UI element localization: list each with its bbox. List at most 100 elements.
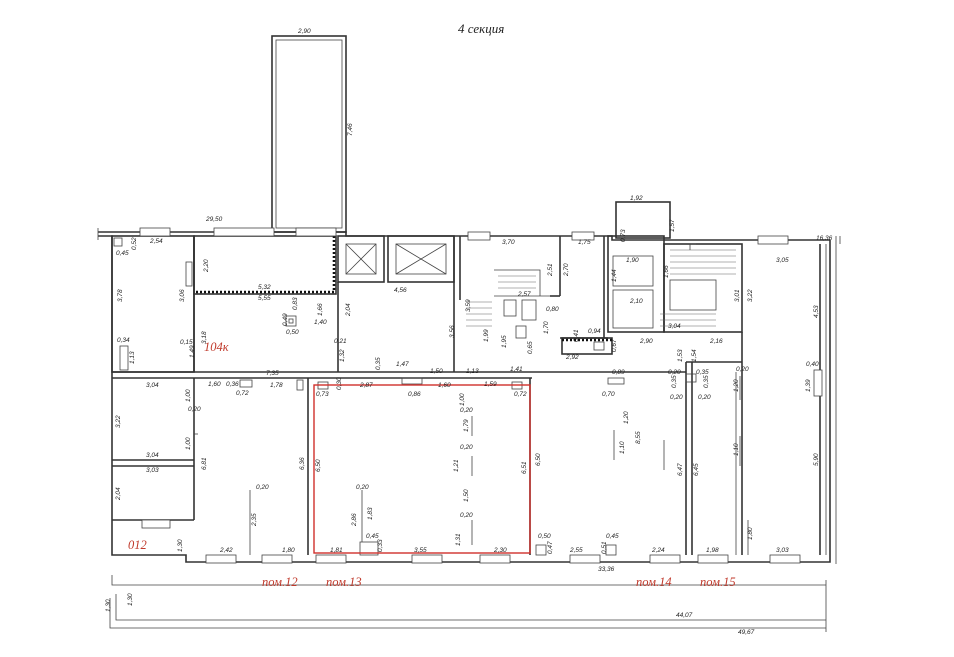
- dim-153: 1,53: [677, 349, 684, 362]
- dim-166: 1,66: [663, 265, 670, 278]
- dim-636: 6,36: [299, 457, 306, 470]
- windows: [139, 227, 823, 564]
- highlighted-room-pom13[interactable]: [313, 384, 531, 554]
- top-rooms: [193, 235, 608, 372]
- dim-322: 3,22: [747, 289, 754, 302]
- dim-top-length: 29,50: [205, 216, 223, 223]
- dim-144: 1,44: [611, 269, 618, 282]
- dim-305: 3,05: [776, 257, 789, 264]
- dim-359: 3,59: [465, 299, 472, 312]
- dim-080: 0,80: [546, 306, 559, 313]
- dim-021: 0,21: [334, 338, 347, 345]
- dim-170: 1,70: [543, 321, 550, 334]
- bathroom-boxes: [561, 337, 613, 355]
- dim-735: 7,35: [266, 370, 279, 377]
- dim-100b: 1,00: [185, 437, 192, 450]
- dim-121: 1,21: [453, 459, 460, 472]
- dim-067: 0,67: [611, 339, 618, 352]
- dim-304: 3,04: [668, 323, 681, 330]
- dim-159: 1,59: [484, 381, 497, 388]
- corridor: [112, 244, 821, 555]
- dim-139: 1,39: [805, 379, 812, 392]
- dim-180b: 1,80: [747, 527, 754, 540]
- dim-651: 6,51: [521, 461, 528, 474]
- label-pom15: пом.15: [700, 575, 736, 589]
- dim-086: 0,86: [408, 391, 421, 398]
- dim-370: 3,70: [502, 239, 515, 246]
- dim-224: 2,24: [651, 547, 665, 554]
- dim-110b: 1,10: [733, 443, 740, 456]
- dim-113: 1,13: [129, 351, 136, 364]
- dim-050b: 0,50: [538, 533, 551, 540]
- dim-301: 3,01: [734, 289, 741, 302]
- dim-210: 2,10: [629, 298, 643, 305]
- dim-149: 1,49: [189, 345, 196, 358]
- label-012: 012: [128, 538, 147, 552]
- staircase-middle: [466, 269, 550, 339]
- dim-179: 1,79: [463, 419, 470, 432]
- dim-147: 1,47: [396, 361, 409, 368]
- dim-045c: 0,45: [606, 533, 619, 540]
- dim-235: 2,35: [251, 513, 258, 527]
- dim-318: 3,18: [201, 331, 208, 344]
- dim-257: 2,57: [517, 291, 531, 298]
- dim-shaft-height: 7,46: [347, 123, 354, 136]
- label-pom13: пом.13: [326, 575, 362, 589]
- dim-083: 0,83: [292, 297, 299, 310]
- dim-645: 6,45: [693, 463, 700, 476]
- dim-030: 0,30: [336, 377, 343, 390]
- dim-160b: 1,60: [438, 382, 451, 389]
- dim-555: 5,55: [258, 295, 271, 302]
- dim-166b: 1,66: [317, 303, 324, 316]
- dim-050: 0,50: [286, 329, 299, 336]
- dim-356: 3,56: [449, 325, 456, 338]
- dim-160: 1,60: [208, 381, 221, 388]
- dim-100: 1,00: [185, 389, 192, 402]
- staircase-right: [660, 243, 743, 333]
- dim-045b: 0,45: [366, 533, 379, 540]
- dim-020e: 0,20: [460, 444, 473, 451]
- dim-130c: 1,30: [127, 593, 134, 606]
- dim-120b: 1,20: [733, 379, 740, 392]
- dim-287: 2,87: [359, 382, 373, 389]
- dim-150b: 1,50: [463, 489, 470, 502]
- dim-132: 1,32: [339, 349, 346, 362]
- dim-047: 0,47: [547, 541, 554, 554]
- dim-131: 1,31: [455, 533, 462, 546]
- dim-355: 3,55: [414, 547, 427, 554]
- dim-175: 1,75: [578, 239, 591, 246]
- dim-051: 0,51: [601, 541, 608, 554]
- dim-130b: 1,30: [105, 599, 112, 612]
- dim-045: 0,45: [116, 250, 129, 257]
- dim-204b: 2,04: [115, 487, 122, 501]
- dim-195: 1,95: [501, 335, 508, 348]
- dim-306: 3,06: [179, 289, 186, 302]
- dim-855: 8,55: [635, 431, 642, 444]
- dim-073: 0,73: [316, 391, 329, 398]
- dim-303: 3,03: [146, 467, 159, 474]
- dim-204: 2,04: [345, 303, 352, 317]
- dim-181: 1,81: [330, 547, 343, 554]
- dim-322b: 3,22: [115, 415, 122, 428]
- dim-120: 1,20: [623, 411, 630, 424]
- dim-020h: 0,20: [670, 394, 683, 401]
- dim-190: 1,90: [626, 257, 639, 264]
- section-title: 4 секция: [458, 21, 504, 36]
- dim-035d: 0,35: [703, 375, 710, 388]
- dim-072b: 0,72: [514, 391, 527, 398]
- dim-242: 2,42: [219, 547, 233, 554]
- dim-020g: 0,20: [668, 369, 681, 376]
- label-pom12: пом.12: [262, 575, 298, 589]
- dim-shaft-width: 2,90: [297, 28, 311, 35]
- dim-072: 0,72: [236, 390, 249, 397]
- dim-650b: 6,50: [535, 453, 542, 466]
- dim-015: 0,15: [180, 339, 193, 346]
- dim-3336: 33,36: [598, 566, 615, 573]
- dim-070: 0,70: [602, 391, 615, 398]
- label-pom14: пом.14: [636, 575, 672, 589]
- dim-4407: 44,07: [676, 612, 693, 619]
- dim-049: 0,49: [282, 313, 289, 326]
- dim-456: 4,56: [394, 287, 407, 294]
- dim-041: 0,41: [573, 329, 580, 342]
- dim-532: 5,32: [258, 284, 271, 291]
